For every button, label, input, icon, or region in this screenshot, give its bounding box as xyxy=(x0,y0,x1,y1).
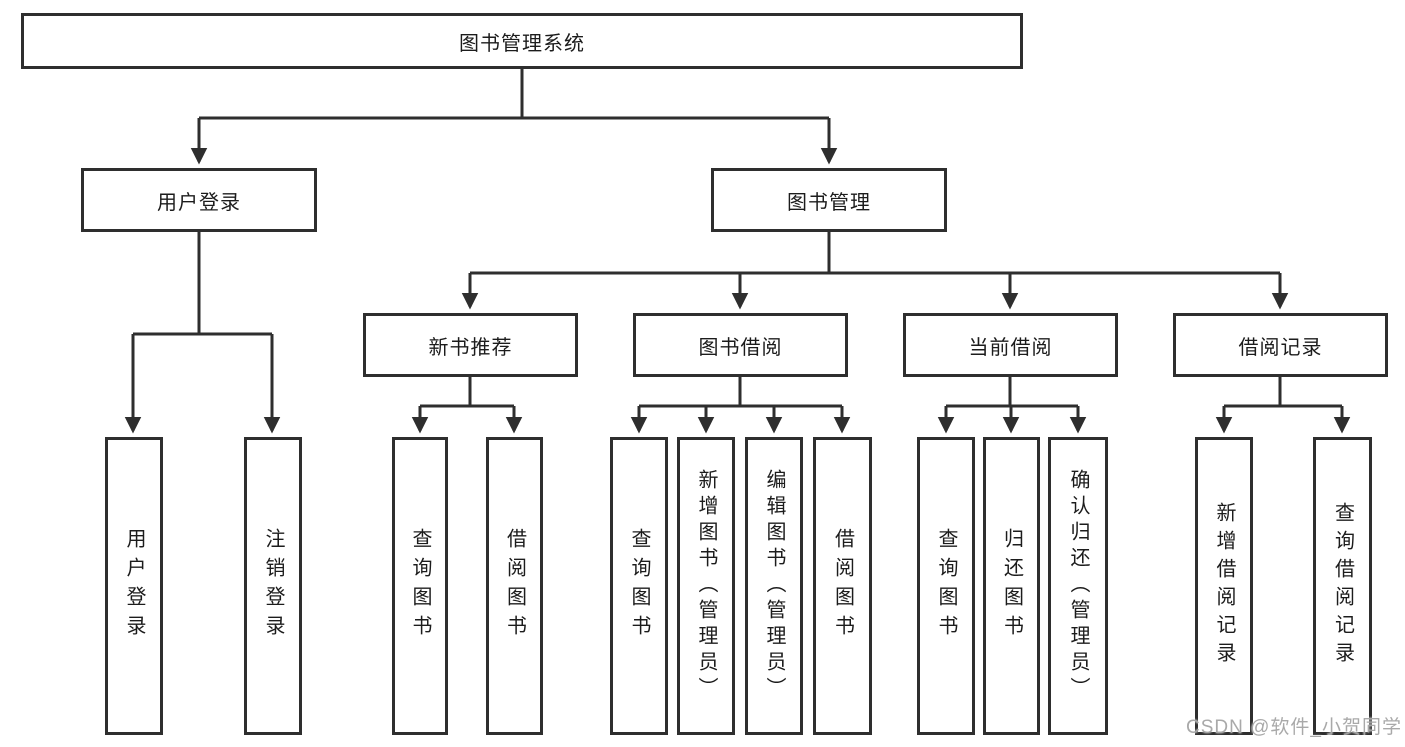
leaf-query-borrow-record: 查询借阅记录 xyxy=(1313,437,1372,735)
leaf-borrow-books-recommend: 借阅图书 xyxy=(486,437,543,735)
leaf-return-book: 归还图书 xyxy=(983,437,1040,735)
leaf-edit-book-admin: 编辑图书（管理员） xyxy=(745,437,803,735)
leaf-add-borrow-record: 新增借阅记录 xyxy=(1195,437,1253,735)
leaf-query-books-current: 查询图书 xyxy=(917,437,975,735)
csdn-watermark: CSDN @软件_小贺同学 xyxy=(1186,717,1402,738)
node-user-login: 用户登录 xyxy=(81,168,317,232)
leaf-query-books-recommend: 查询图书 xyxy=(392,437,448,735)
node-book-borrowing: 图书借阅 xyxy=(633,313,848,377)
leaf-user-login: 用户登录 xyxy=(105,437,163,735)
leaf-logout: 注销登录 xyxy=(244,437,302,735)
leaf-query-books-borrowing: 查询图书 xyxy=(610,437,668,735)
node-book-management: 图书管理 xyxy=(711,168,947,232)
node-borrowing-records: 借阅记录 xyxy=(1173,313,1388,377)
node-root-library-system: 图书管理系统 xyxy=(21,13,1023,69)
leaf-add-book-admin: 新增图书（管理员） xyxy=(677,437,735,735)
leaf-borrow-books-borrowing: 借阅图书 xyxy=(813,437,872,735)
node-current-borrowing: 当前借阅 xyxy=(903,313,1118,377)
leaf-confirm-return-admin: 确认归还（管理员） xyxy=(1048,437,1108,735)
node-new-book-recommend: 新书推荐 xyxy=(363,313,578,377)
